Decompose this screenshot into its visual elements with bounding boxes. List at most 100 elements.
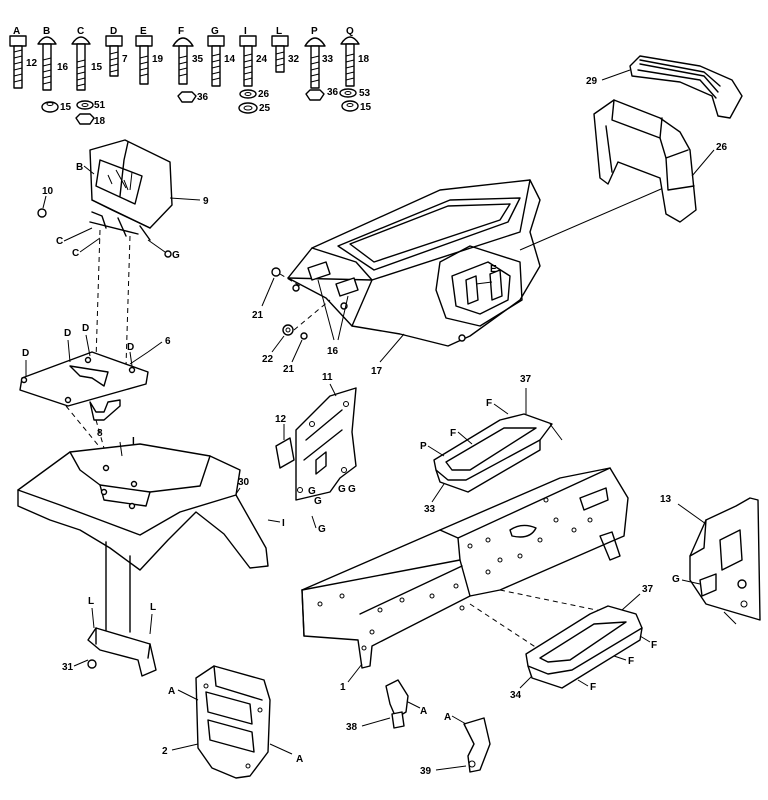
ref-letter-f1: F: [486, 398, 492, 409]
part-label-38: 38: [346, 722, 358, 733]
part-26-grille: 26: [593, 99, 728, 223]
part-label-22: 22: [262, 354, 274, 365]
hardware-bolt-l: [271, 35, 289, 73]
part-label-33: 33: [424, 504, 436, 515]
washer-label-2: 51: [94, 100, 106, 111]
part-30-cover: 30 I I: [17, 436, 285, 633]
hardware-bolt-c: [71, 36, 91, 91]
part-label-2: 2: [162, 746, 168, 757]
part-label-16: 16: [327, 346, 339, 357]
hardware-bolt-g: [207, 35, 225, 87]
part-1-frame: 1: [301, 467, 629, 693]
hardware-bolt-d: [105, 35, 123, 77]
hardware-letter-f: F: [178, 26, 184, 37]
ref-letter-i2: I: [282, 518, 285, 529]
part-label-8: 8: [97, 428, 103, 439]
part-label-26: 26: [716, 142, 728, 153]
hardware-qty-p: 33: [322, 54, 334, 65]
part-13-bracket: 13 G: [660, 494, 761, 625]
hardware-qty-q: 18: [358, 54, 370, 65]
hardware-bolt-i: [239, 35, 257, 87]
washer-label-9: 15: [360, 102, 372, 113]
ref-letter-b: B: [76, 162, 83, 173]
hardware-bolt-a: [9, 35, 27, 89]
hardware-letter-a: A: [13, 26, 20, 37]
hardware-letter-e: E: [140, 26, 147, 37]
ref-letter-f2: F: [450, 428, 456, 439]
hardware-letter-d: D: [110, 26, 117, 37]
part-38-39-brackets: 38 A 39 A: [346, 679, 491, 777]
part-label-11: 11: [322, 372, 333, 383]
ref-letter-g1: G: [308, 486, 316, 497]
part-34-lower-pad: 37 34 F F F: [510, 584, 657, 701]
washers-and-nuts: 15 51 18 36 26 25 36 53 15: [41, 87, 372, 127]
hardware-qty-c: 15: [91, 62, 103, 73]
hardware-qty-b: 16: [57, 62, 69, 73]
part-label-13: 13: [660, 494, 672, 505]
hardware-bolt-b: [37, 36, 57, 91]
hardware-letter-p: P: [311, 26, 318, 37]
hardware-qty-d: 7: [122, 54, 128, 65]
hardware-bolt-p: [304, 37, 326, 89]
part-label-29: 29: [586, 76, 598, 87]
hardware-row: A B C D E F G I L P Q 12 16 15 7 19 35 1…: [9, 26, 370, 91]
hardware-qty-f: 35: [192, 54, 204, 65]
ref-letter-d4: D: [127, 342, 134, 353]
part-label-37b: 37: [642, 584, 654, 595]
ref-letter-g5: G: [318, 524, 326, 535]
hardware-letter-i: I: [244, 26, 247, 37]
part-label-6: 6: [165, 336, 171, 347]
ref-letter-f4: F: [628, 656, 634, 667]
ref-letter-a3: A: [420, 706, 427, 717]
part-label-21b: 21: [283, 364, 295, 375]
hardware-qty-g: 14: [224, 54, 236, 65]
hardware-bolt-q: [340, 36, 360, 87]
ref-letter-g4: G: [348, 484, 356, 495]
part-31-bracket: 31 L L: [62, 596, 157, 677]
part-label-34: 34: [510, 690, 522, 701]
ref-letter-g-console: G: [172, 250, 180, 261]
washer-label-7: 36: [327, 87, 339, 98]
part-label-10: 10: [42, 186, 54, 197]
part-9-console: 9 10 B C C G: [37, 139, 209, 367]
ref-letter-g2: G: [314, 496, 322, 507]
part-29-bumper: 29: [586, 55, 743, 119]
hardware-qty-e: 19: [152, 54, 164, 65]
part-label-12: 12: [275, 414, 287, 425]
part-17-hood: E 17 16 21 22 21: [252, 179, 669, 377]
hardware-letter-g: G: [211, 26, 219, 37]
ref-letter-c1: C: [56, 236, 63, 247]
hardware-qty-a: 12: [26, 58, 38, 69]
hardware-bolt-f: [172, 37, 194, 85]
ref-letter-d1: D: [64, 328, 71, 339]
part-label-17: 17: [371, 366, 383, 377]
ref-letter-f5: F: [590, 682, 596, 693]
part-label-39: 39: [420, 766, 432, 777]
ref-letter-f3: F: [651, 640, 657, 651]
hardware-bolt-e: [135, 35, 153, 85]
ref-letter-g3: G: [338, 484, 346, 495]
washer-label-5: 26: [258, 89, 270, 100]
part-6-plate: 6 D D D D 8: [19, 323, 171, 449]
ref-letter-a4: A: [444, 712, 451, 723]
ref-letter-d2: D: [82, 323, 89, 334]
hardware-qty-l: 32: [288, 54, 300, 65]
ref-letter-c2: C: [72, 248, 79, 259]
part-37-upper-pad: 37 33 F F P: [420, 374, 563, 515]
part-label-30: 30: [238, 477, 250, 488]
hardware-letter-b: B: [43, 26, 50, 37]
ref-letter-d3: D: [22, 348, 29, 359]
ref-letter-p: P: [420, 441, 427, 452]
ref-letter-g6: G: [672, 574, 680, 585]
part-11-bracket: 11 12 G G G G G: [275, 372, 357, 535]
washer-label-1: 15: [60, 102, 72, 113]
part-2-plate: 2 A A: [162, 665, 303, 779]
part-label-21a: 21: [252, 310, 264, 321]
part-label-9: 9: [203, 196, 209, 207]
ref-letter-e: E: [490, 264, 497, 275]
part-label-31: 31: [62, 662, 74, 673]
hardware-letter-q: Q: [346, 26, 354, 37]
part-label-1: 1: [340, 682, 346, 693]
hardware-letter-c: C: [77, 26, 84, 37]
